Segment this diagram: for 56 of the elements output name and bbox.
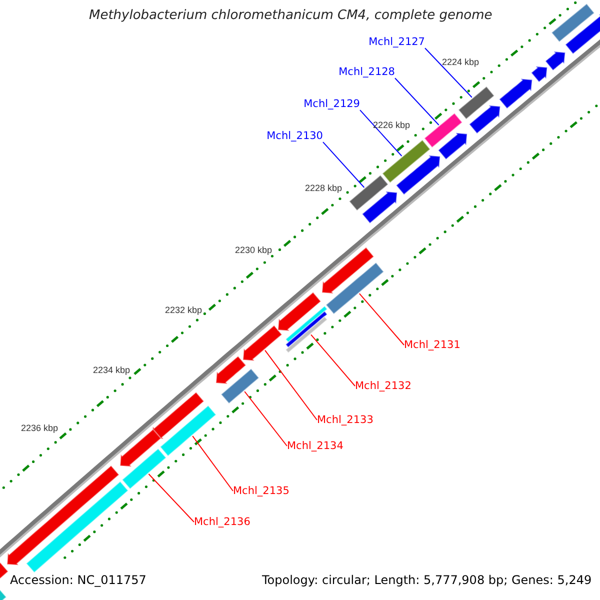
- gene-block: [215, 355, 247, 385]
- gene-block: [321, 246, 375, 294]
- leader-line: [394, 78, 440, 126]
- gene-block: [119, 428, 162, 468]
- tick-label: 2234 kbp: [93, 365, 130, 376]
- gene-block: [550, 2, 596, 43]
- gene-label: Mchl_2129: [304, 98, 360, 110]
- tick-label: 2224 kbp: [442, 57, 480, 68]
- gene-label: Mchl_2128: [338, 66, 395, 78]
- gene-block: [220, 368, 260, 404]
- gene-block: [458, 86, 496, 120]
- accession-text: Accession: NC_011757: [10, 574, 146, 588]
- gene-label: Mchl_2127: [368, 36, 425, 48]
- leader-line: [322, 142, 365, 188]
- gene-label: Mchl_2134: [287, 440, 344, 452]
- tick-label: 2228 kbp: [305, 183, 342, 194]
- gene-block: [6, 464, 120, 566]
- genome-info-text: Topology: circular; Length: 5,777,908 bp; Genes: 5,249: [262, 574, 592, 588]
- tick-label: 2226 kbp: [373, 120, 410, 130]
- leader-line: [148, 474, 194, 522]
- gene-label: Mchl_2136: [194, 516, 250, 528]
- gene-block: [382, 139, 431, 184]
- gene-label: Mchl_2132: [355, 380, 412, 392]
- gene-label: Mchl_2131: [404, 339, 460, 352]
- gene-block: [121, 448, 167, 490]
- gene-label: Mchl_2130: [266, 130, 323, 142]
- gene-block: [498, 78, 533, 110]
- gene-block: [437, 132, 468, 160]
- leader-line: [244, 391, 288, 446]
- gene-block: [25, 480, 129, 574]
- gene-block: [277, 291, 322, 332]
- leader-line: [424, 48, 472, 98]
- gene-block: [242, 324, 283, 362]
- gene-block: [424, 112, 464, 148]
- leader-line: [358, 293, 404, 346]
- gene-block: [151, 391, 205, 440]
- title: Methylobacterium chloromethanicum CM4, complete genome: [89, 9, 492, 24]
- tick-label: 2230 kbp: [235, 245, 272, 256]
- gene-label: Mchl_2133: [317, 414, 374, 426]
- gene-block: [530, 66, 548, 83]
- gene-block: [395, 154, 441, 196]
- gene-block: [325, 262, 385, 315]
- leader-line: [360, 110, 402, 156]
- leader-line: [264, 350, 318, 420]
- gene-block: [468, 104, 501, 134]
- leader-line: [310, 334, 356, 386]
- gene-label: Mchl_2135: [233, 485, 290, 498]
- gene-block: [0, 587, 8, 600]
- gene-block: [159, 404, 217, 457]
- gene-block: [544, 50, 566, 72]
- leader-line: [192, 436, 234, 492]
- gene-block: [348, 174, 389, 212]
- tick-label: 2232 kbp: [165, 305, 202, 316]
- gene-block: [564, 14, 600, 55]
- gene-block: [361, 190, 398, 224]
- tick-label: 2236 kbp: [21, 423, 58, 434]
